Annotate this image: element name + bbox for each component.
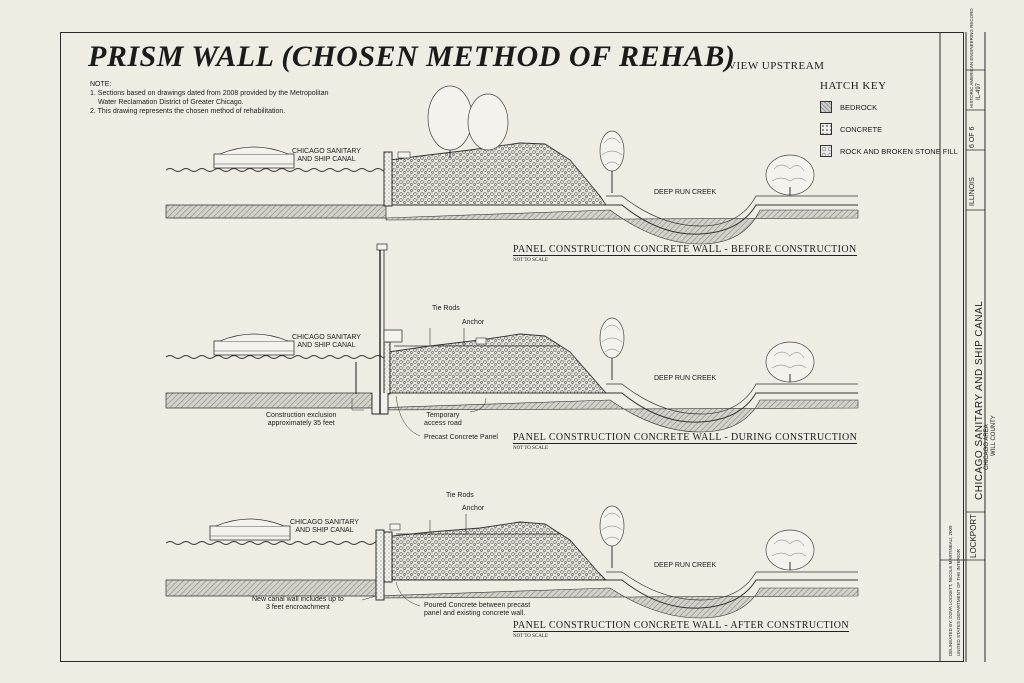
creek-label: DEEP RUN CREEK: [654, 562, 717, 569]
hatch-key-label: ROCK AND BROKEN STONE FILL: [840, 146, 958, 156]
title-block-frame: [939, 32, 986, 662]
scale-note: NOT TO SCALE: [513, 634, 549, 639]
county-name: WILL COUNTY: [991, 415, 997, 456]
note-line: 2. This drawing represents the chosen me…: [90, 108, 286, 115]
creek-label: DEEP RUN CREEK: [654, 189, 717, 196]
hatch-key-item-concrete: CONCRETE: [820, 118, 960, 140]
drawing-border: [60, 32, 964, 662]
drawing-subtitle: VIEW UPSTREAM: [728, 60, 825, 72]
note-line: Water Reclamation District of Greater Ch…: [98, 99, 244, 106]
scale-note: NOT TO SCALE: [513, 446, 549, 451]
project-subname: CHICAGO AREA: [984, 424, 990, 470]
hatch-key-label: BEDROCK: [840, 102, 878, 112]
anchor-label: Anchor: [462, 319, 485, 326]
section-title-after: PANEL CONSTRUCTION CONCRETE WALL - AFTER…: [513, 620, 850, 632]
precast-panel-label: Precast Concrete Panel: [424, 434, 498, 441]
note-line: 1. Sections based on drawings dated from…: [90, 90, 329, 97]
record-name: HISTORIC AMERICAN ENGINEERING RECORD: [969, 8, 974, 108]
concrete-hatch-swatch: [820, 123, 832, 135]
section-after: [165, 505, 859, 619]
location-name: LOCKPORT: [969, 514, 978, 558]
hatch-key-item-rock: ROCK AND BROKEN STONE FILL: [820, 140, 960, 162]
tie-rods-label: Tie Rods: [446, 492, 474, 499]
notes-heading: NOTE:: [90, 81, 112, 88]
section-title-before: PANEL CONSTRUCTION CONCRETE WALL - BEFOR…: [513, 244, 857, 256]
scale-note: NOT TO SCALE: [513, 258, 549, 263]
drawing-title: PRISM WALL (CHOSEN METHOD OF REHAB): [88, 40, 736, 73]
anchor-label: Anchor: [462, 505, 485, 512]
creek-label: DEEP RUN CREEK: [654, 375, 717, 382]
bedrock-hatch-swatch: [820, 101, 832, 113]
tie-rods-label: Tie Rods: [432, 305, 460, 312]
notes-block: NOTE: 1. Sections based on drawings date…: [90, 80, 390, 116]
record-number: IL-497: [976, 82, 982, 100]
project-name: CHICAGO SANITARY AND SHIP CANAL: [974, 300, 985, 500]
section-title-during: PANEL CONSTRUCTION CONCRETE WALL - DURIN…: [513, 432, 858, 444]
state-name: ILLINOIS: [969, 177, 976, 206]
hatch-key-title: HATCH KEY: [820, 80, 887, 92]
hatch-key-item-bedrock: BEDROCK: [820, 96, 960, 118]
sheet-number: 6 OF 6: [969, 126, 976, 148]
section-during: [165, 243, 859, 437]
delineator: DELINEATED BY: DOVA LOCKETT, NICOLE MART…: [948, 525, 953, 656]
section-before: [165, 85, 859, 245]
tree-cluster: [427, 85, 509, 158]
hatch-key-label: CONCRETE: [840, 124, 883, 134]
rock-fill-hatch-swatch: [820, 145, 832, 157]
hatch-key: HATCH KEY BEDROCK CONCRETE ROCK AND BROK…: [820, 80, 960, 162]
agency-name: UNITED STATES DEPARTMENT OF THE INTERIOR: [956, 548, 961, 656]
